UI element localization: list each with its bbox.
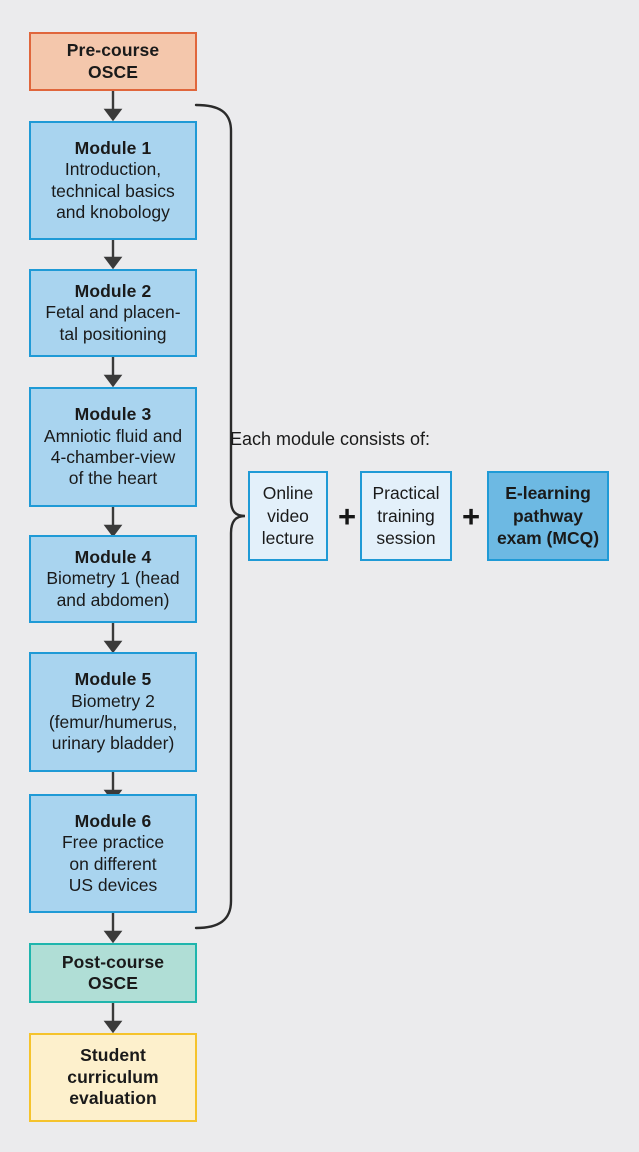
node-module-3[interactable]: Module 3 Amniotic fluid and 4-chamber-vi…: [29, 387, 197, 507]
module-3-desc-line-2: 4-chamber-view: [50, 447, 176, 467]
evaluation-line-2: curriculum: [67, 1066, 159, 1087]
module-4-desc-line-1: Biometry 1 (head: [46, 568, 180, 589]
module-4-desc-line-2: and abdomen): [56, 589, 170, 610]
plus-operator-2: +: [462, 499, 481, 534]
component-2-text: Practical training session: [372, 482, 439, 550]
module-1-desc-line-3: and knobology: [56, 201, 170, 222]
module-2-desc-line-2: tal positioning: [59, 323, 167, 344]
plus-operator-1: +: [338, 499, 357, 534]
component-online-video-lecture[interactable]: Online video lecture: [248, 471, 328, 561]
node-module-4[interactable]: Module 4 Biometry 1 (head and abdomen): [29, 535, 197, 623]
pre-course-line-2: OSCE: [88, 61, 138, 82]
module-6-desc-line-3: US devices: [68, 874, 158, 895]
module-group-bracket: [194, 103, 246, 930]
node-pre-course-osce[interactable]: Pre-course OSCE: [29, 32, 197, 91]
module-5-desc-line-2: (femur/humerus,: [48, 712, 178, 732]
component-1-line-1: Online: [262, 482, 314, 503]
module-6-desc-line-1: Free practice: [61, 832, 165, 853]
component-2-line-1: Practical: [372, 482, 440, 503]
module-2-title: Module 2: [74, 280, 152, 301]
evaluation-line-3: evaluation: [69, 1088, 157, 1109]
component-elearning-pathway-exam[interactable]: E-learning pathway exam (MCQ): [487, 471, 609, 561]
module-5-desc-line-3: urinary bladder): [51, 733, 175, 754]
node-module-2[interactable]: Module 2 Fetal and placen- tal positioni…: [29, 269, 197, 357]
module-composition-caption: Each module consists of:: [229, 429, 431, 449]
module-1-desc-line-2: technical basics: [51, 180, 175, 201]
component-3-line-1: E-learning: [505, 482, 591, 503]
module-2-desc-line-1: Fetal and placen-: [45, 302, 181, 323]
node-module-1[interactable]: Module 1 Introduction, technical basics …: [29, 121, 197, 240]
node-module-5[interactable]: Module 5 Biometry 2 (femur/humerus, urin…: [29, 652, 197, 772]
module-3-title: Module 3: [74, 404, 152, 425]
module-1-title: Module 1: [74, 137, 152, 158]
node-student-evaluation[interactable]: Student curriculum evaluation: [29, 1033, 197, 1122]
post-course-line-1: Post-course: [61, 951, 165, 972]
module-1-desc-line-1: Introduction,: [64, 159, 162, 180]
component-1-line-2: video: [267, 505, 309, 526]
module-5-title: Module 5: [74, 669, 152, 690]
node-post-course-osce[interactable]: Post-course OSCE: [29, 943, 197, 1003]
component-3-line-2: pathway: [512, 505, 583, 526]
component-1-text: Online video lecture: [262, 482, 315, 550]
post-course-line-2: OSCE: [88, 973, 138, 993]
module-6-desc-line-2: on different: [69, 853, 157, 874]
component-2-line-3: session: [376, 528, 436, 549]
node-module-6[interactable]: Module 6 Free practice on different US d…: [29, 794, 197, 913]
module-4-title: Module 4: [74, 546, 152, 567]
pre-course-line-1: Pre-course: [66, 40, 160, 61]
evaluation-line-1: Student: [80, 1045, 146, 1066]
module-5-desc-line-1: Biometry 2: [71, 690, 155, 711]
component-practical-training-session[interactable]: Practical training session: [360, 471, 452, 561]
component-3-line-3: exam (MCQ): [496, 528, 600, 549]
component-2-line-2: training: [377, 505, 435, 526]
module-3-desc-line-1: Amniotic fluid and: [43, 425, 183, 446]
component-1-line-3: lecture: [261, 528, 315, 549]
module-6-title: Module 6: [74, 810, 152, 831]
module-3-desc-line-3: of the heart: [68, 468, 158, 489]
component-3-text: E-learning pathway exam (MCQ): [497, 482, 599, 550]
